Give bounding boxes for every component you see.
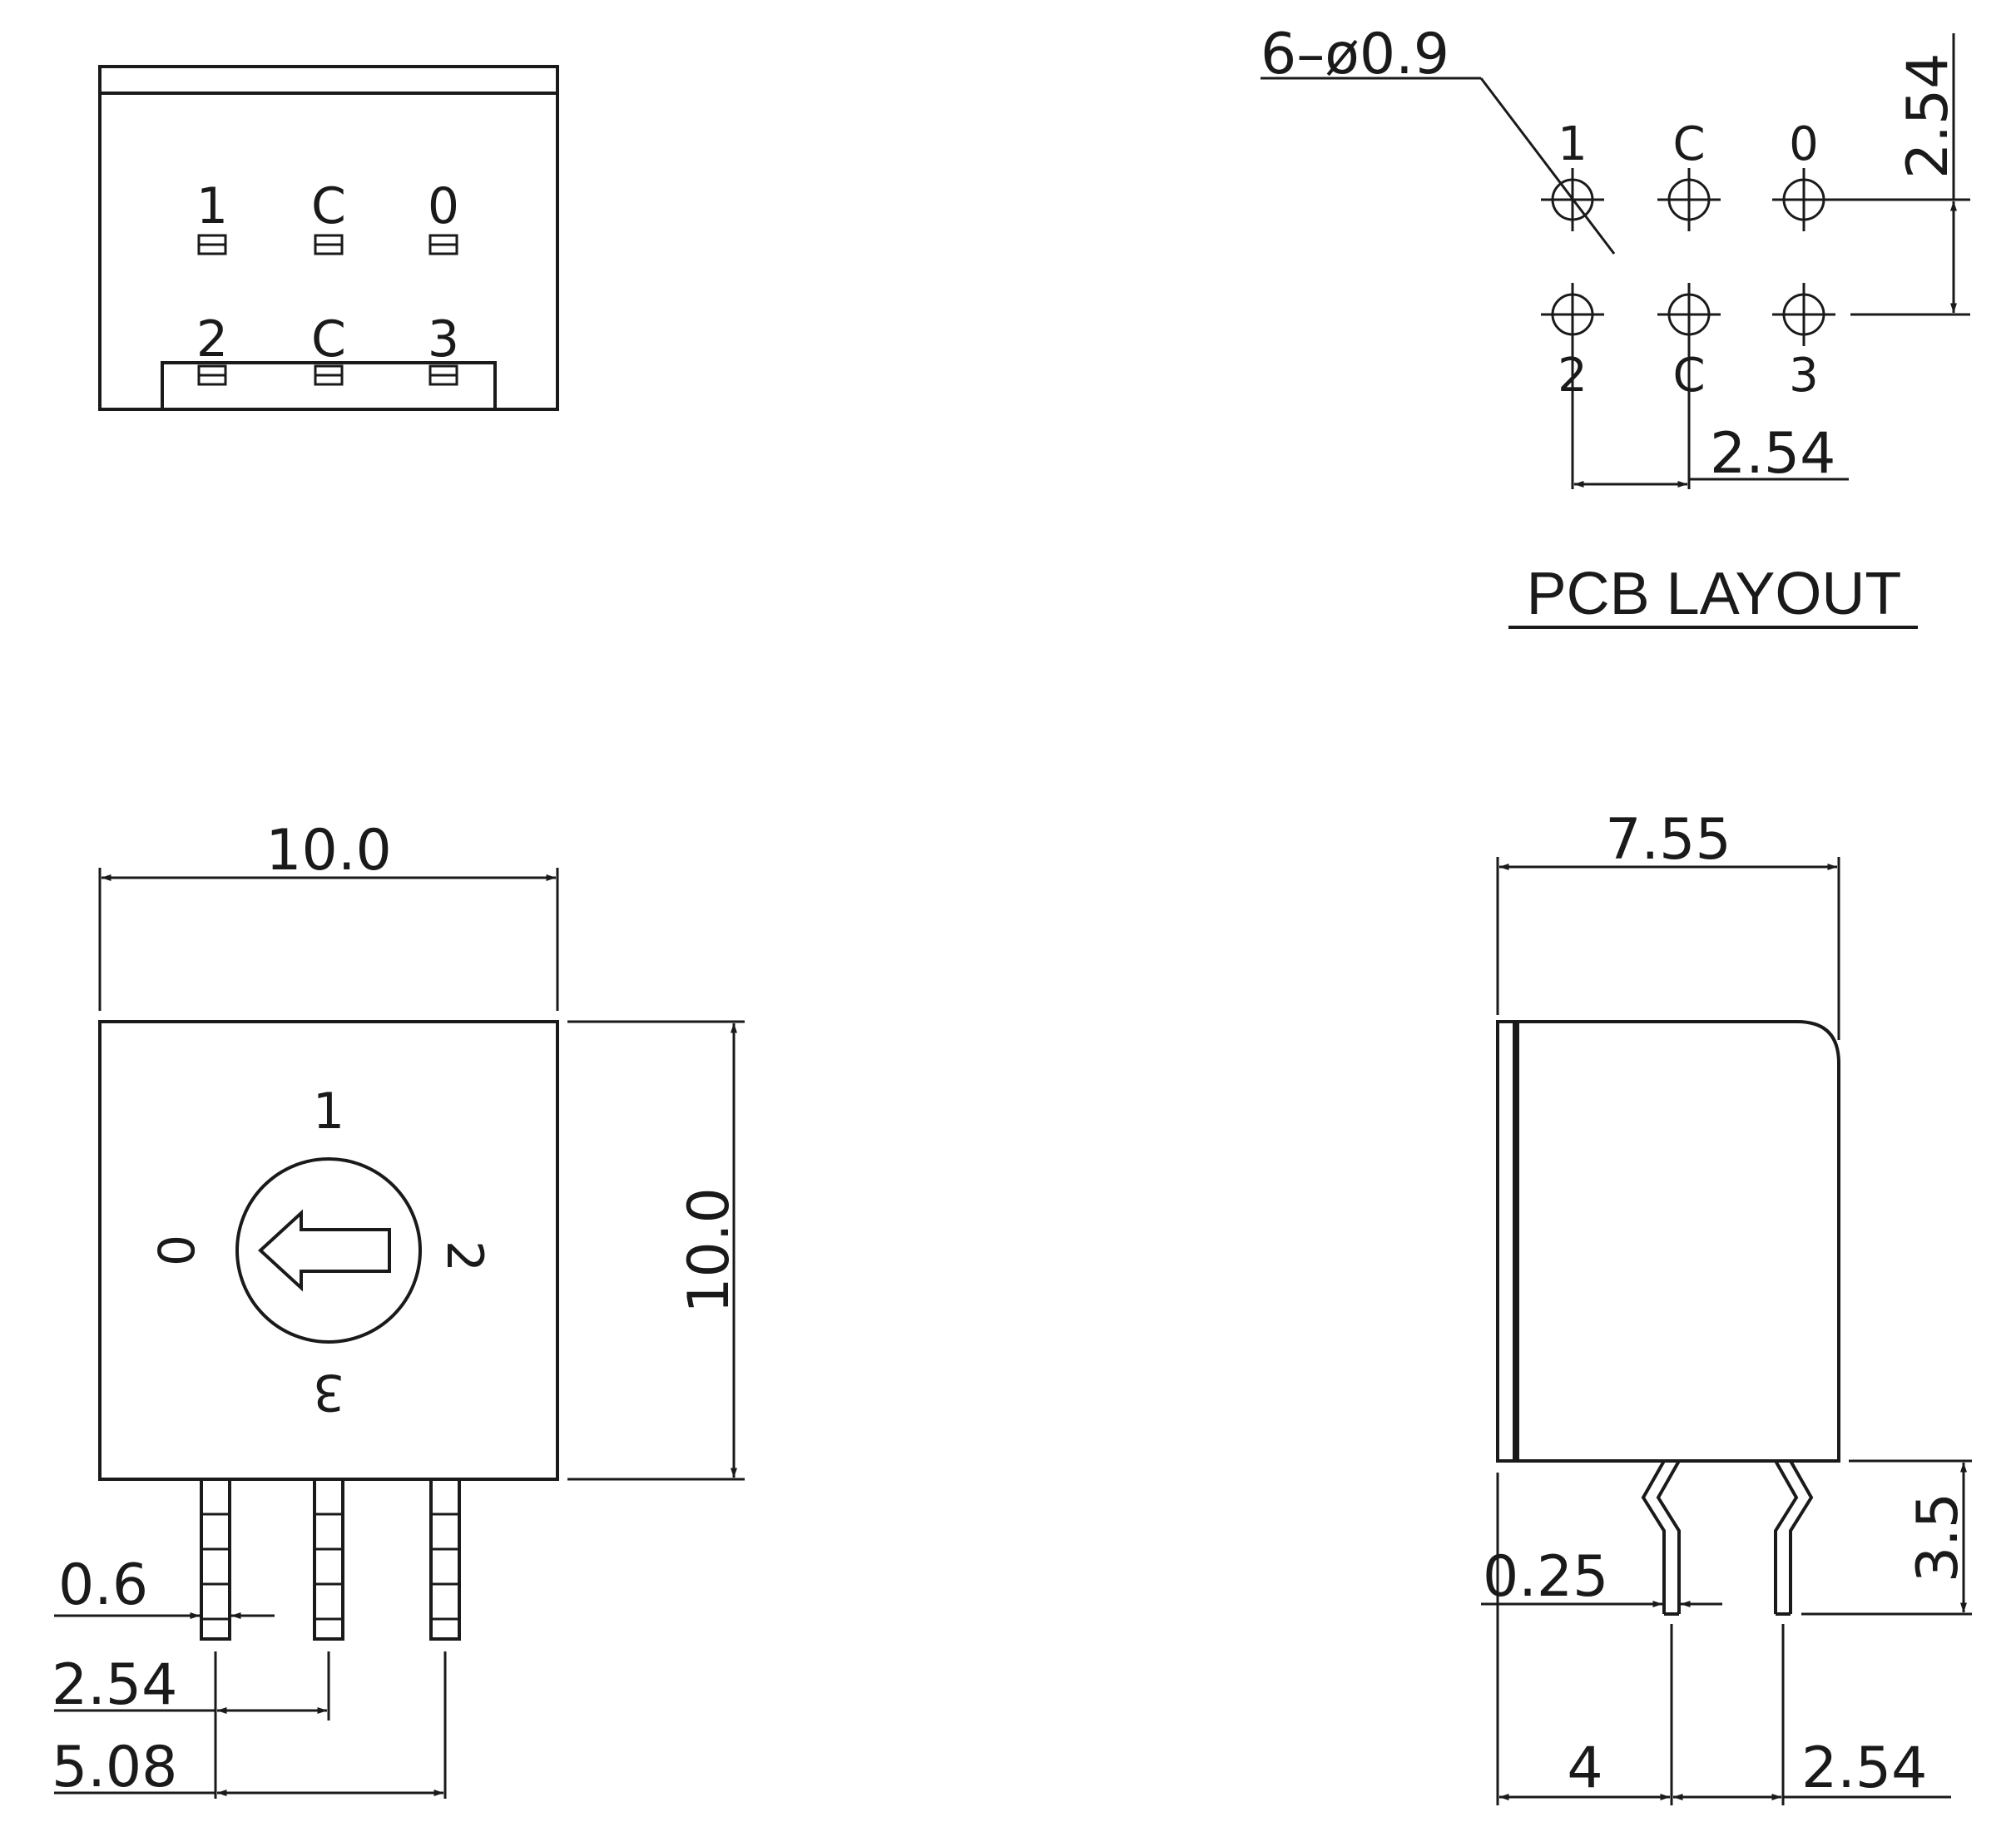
top-pin-label-2: 2 [196,310,228,369]
side-body-face-band [1513,1022,1519,1461]
top-pin-label-c-lower: C [311,310,346,369]
pcb-label-c: C [1672,117,1705,171]
dial-arrow-icon [258,1209,391,1292]
front-view: 10.0 10.0 1 0 2 3 0.6 2 [52,818,745,1800]
pcb-hole-row-upper [1541,168,1835,231]
front-height-label: 10.0 [676,1187,742,1313]
hole-spec-leader [1479,77,1616,255]
pin-thickness-label: 0.25 [1483,1544,1608,1610]
rotary-dial[interactable] [235,1157,422,1344]
top-pin-label-3: 3 [428,310,459,369]
top-view-body-outline [98,65,559,411]
front-width-label: 10.0 [265,818,391,884]
pin-pitch-label: 2.54 [52,1652,177,1718]
side-pins [1641,1460,1814,1616]
pin-span-label: 5.08 [52,1735,177,1800]
top-pin-label-0: 0 [428,177,459,235]
pin-offset-label: 4 [1567,1735,1602,1801]
top-pad-row-upper [197,234,458,255]
top-view: 1 C 0 2 C 3 [98,65,559,411]
front-pins [200,1478,461,1641]
pcb-hole-row-lower [1541,283,1835,346]
pcb-layout-title: PCB LAYOUT [1527,561,1902,627]
dial-label-1: 1 [313,1082,344,1141]
pin-length-label: 3.5 [1905,1493,1971,1582]
col-pitch-label: 2.54 [1710,421,1835,487]
pcb-label-0: 0 [1789,117,1819,171]
dial-label-3: 3 [313,1363,344,1421]
top-pad-row-lower [197,364,458,386]
side-pitch-label: 2.54 [1801,1735,1927,1801]
pcb-label-1: 1 [1558,117,1588,171]
row-pitch-label: 2.54 [1895,53,1961,179]
side-view: 7.55 3.5 0.25 4 2.54 [1481,807,1972,1805]
pcb-label-3: 3 [1789,349,1819,403]
dial-label-2: 2 [435,1240,493,1272]
side-body-outline [1496,1020,1840,1463]
pin-width-label: 0.6 [58,1552,148,1618]
top-view-bottom-step [161,361,497,409]
side-depth-label: 7.55 [1605,807,1731,873]
pcb-layout: 6–ø0.9 1 C 0 2 C 3 2.54 [1261,22,1970,629]
top-pin-label-c: C [311,177,346,235]
dial-label-0: 0 [146,1235,204,1266]
hole-spec-label: 6–ø0.9 [1261,22,1449,87]
top-pin-label-1: 1 [196,177,228,235]
